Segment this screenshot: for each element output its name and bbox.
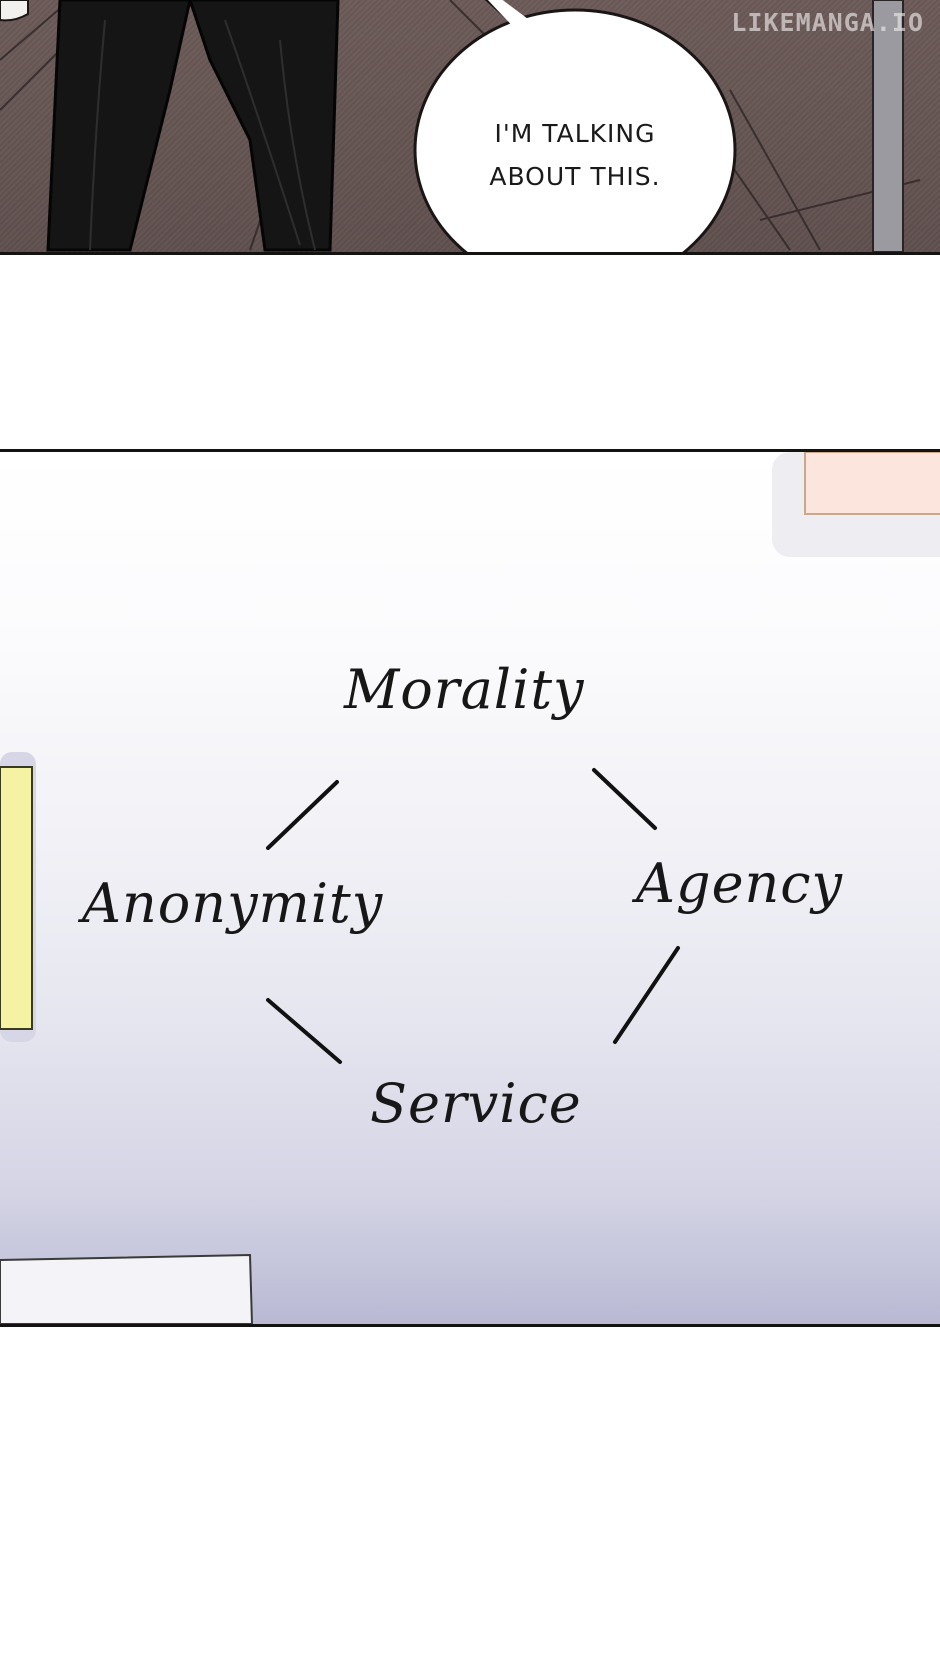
- whiteboard-comic-panel: Morality Anonymity Agency Service: [0, 449, 940, 1327]
- top-panel-art: [0, 0, 921, 252]
- trouser-folds: [89, 19, 316, 251]
- site-watermark: LIKEMANGA.IO: [731, 8, 924, 37]
- diagram-node-service: Service: [370, 1072, 582, 1135]
- speech-bubble-text: I'M TALKING ABOUT THIS.: [489, 119, 661, 191]
- shoe-tip: [0, 0, 29, 22]
- diagram-connectors: [266, 768, 680, 1064]
- whiteboard-art: [0, 452, 940, 1324]
- character-legs: [46, 0, 340, 252]
- top-comic-panel: I'M TALKING ABOUT THIS. LIKEMANGA.IO: [0, 0, 940, 255]
- connector-morality-anonymity: [266, 780, 339, 850]
- metal-pole: [872, 0, 904, 252]
- diagram-node-morality: Morality: [344, 658, 585, 721]
- paper-sheet: [0, 1253, 254, 1324]
- sticky-note-yellow: [0, 766, 33, 1030]
- connector-morality-agency: [592, 768, 657, 830]
- diagram-node-agency: Agency: [636, 852, 844, 915]
- diagram-node-anonymity: Anonymity: [82, 872, 384, 935]
- sticky-note-peach: [804, 452, 940, 515]
- connector-agency-service: [613, 946, 680, 1044]
- connector-anonymity-service: [266, 998, 342, 1064]
- speech-bubble-shape: [413, 0, 737, 252]
